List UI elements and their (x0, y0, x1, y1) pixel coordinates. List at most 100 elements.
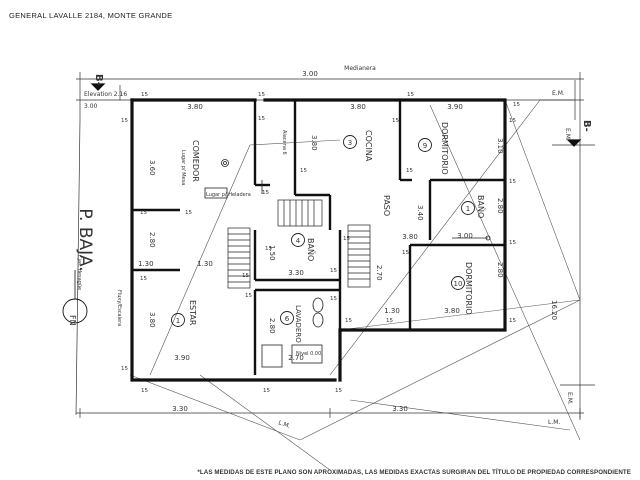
room-bano-1: BAÑO (476, 195, 486, 218)
svg-text:15: 15 (263, 388, 270, 394)
exterior-walls (130, 98, 507, 382)
svg-text:15: 15 (242, 273, 249, 279)
note-closet: Lugar p/ Heladera (206, 192, 251, 198)
dim-bano1-height: 2.80 (496, 198, 504, 214)
disclaimer-note: *LAS MEDIDAS DE ESTE PLANO SON APROXIMAD… (197, 469, 631, 476)
svg-text:15: 15 (185, 210, 192, 216)
svg-text:15: 15 (330, 296, 337, 302)
svg-text:15: 15 (345, 318, 352, 324)
dim-bano4-width: 3.30 (288, 269, 304, 277)
room-num-dorm10: 10 (454, 280, 463, 288)
dim-mid-130: 1.30 (197, 260, 213, 268)
lindero-top: Medianera (344, 65, 376, 72)
room-bano-4: BAÑO (306, 238, 316, 261)
room-paso: PASO (382, 195, 391, 216)
plan-title: P. BAJA. (75, 208, 95, 271)
svg-text:15: 15 (335, 388, 342, 394)
lm-left: L.M. (277, 419, 291, 430)
dim-bath-width: 3.80 (402, 233, 418, 241)
dim-step: 1.30 (384, 307, 400, 315)
dim-dorm-bottom: 3.80 (444, 307, 460, 315)
room-num-lavadero: 6 (285, 315, 290, 323)
note-alacena: Alacena 6 (281, 130, 287, 155)
dim-estar-width: 3.90 (174, 354, 190, 362)
dim-pass-height: 2.70 (375, 265, 383, 281)
svg-text:15: 15 (258, 92, 265, 98)
dim-comedor-height: 3.60 (148, 160, 156, 176)
em-right: E.M. (564, 128, 571, 141)
dim-lav-height: 2.80 (268, 318, 276, 334)
dim-comedor-width: 3.80 (187, 103, 203, 111)
em-top: E.M. (552, 90, 565, 97)
dim-top-left: 3.00 (84, 103, 98, 110)
svg-text:15: 15 (330, 268, 337, 274)
section-label-left: B- (93, 74, 104, 86)
room-num-cocina: 3 (348, 139, 352, 147)
svg-text:15: 15 (402, 250, 409, 256)
svg-text:15: 15 (509, 318, 516, 324)
em-bottom: E.M. (566, 392, 573, 405)
room-num-estar: 1 (176, 317, 180, 325)
svg-text:15: 15 (513, 102, 520, 108)
dim-dorm-width: 3.90 (447, 103, 463, 111)
note-estar: Fluxy/Escalera (116, 290, 122, 326)
dim-estar-height: 3.80 (148, 312, 156, 328)
dim-cocina-width: 3.80 (350, 103, 366, 111)
room-dormitorio-10: DORMITORIO (464, 262, 473, 315)
svg-text:15: 15 (140, 210, 147, 216)
room-lavadero: LAVADERO (294, 305, 302, 343)
section-marks (90, 83, 582, 147)
dim-hall-height: 2.80 (148, 232, 156, 248)
svg-text:15: 15 (121, 366, 128, 372)
interior-walls (132, 100, 505, 375)
dim-left-130: 1.30 (138, 260, 154, 268)
dim-bano1-width: 3.00 (457, 232, 473, 240)
room-comedor: COMEDOR (191, 140, 200, 182)
svg-text:15: 15 (406, 168, 413, 174)
dim-dorm10-height: 2.80 (496, 262, 504, 278)
room-num-bano4: 4 (296, 237, 301, 245)
svg-text:15: 15 (509, 240, 516, 246)
svg-text:15: 15 (121, 118, 128, 124)
svg-text:15: 15 (386, 318, 393, 324)
lm-right: L.M. (548, 419, 560, 426)
dim-paso-height: 3.40 (416, 205, 424, 221)
dim-bano4-height: 1.50 (268, 245, 276, 261)
dim-right-side: 16.20 (550, 300, 558, 320)
svg-text:15: 15 (300, 168, 307, 174)
svg-text:15: 15 (141, 388, 148, 394)
svg-text:15: 15 (509, 179, 516, 185)
dim-bottom-right: 3.30 (392, 405, 408, 413)
svg-text:15: 15 (407, 92, 414, 98)
dim-lav-width: 2.70 (288, 354, 304, 362)
north-label: FN (68, 315, 77, 326)
svg-text:15: 15 (141, 92, 148, 98)
dim-dorm9-height: 3.10 (496, 138, 504, 154)
svg-text:15: 15 (265, 246, 272, 252)
room-dormitorio-9: DORMITORIO (440, 122, 449, 175)
dim-total-width: 3.00 (302, 70, 318, 78)
svg-text:15: 15 (392, 118, 399, 124)
north-arrow (62, 270, 88, 324)
room-estar: ESTAR (188, 300, 197, 326)
wall-thickness-labels: 15 15 15 15 15 15 15 15 15 15 15 15 15 15 15 15 15 1… (121, 92, 520, 394)
svg-text:15: 15 (262, 190, 269, 196)
dim-cocina-height: 3.80 (310, 135, 318, 151)
note-rain: Cjas. desagüe (76, 255, 82, 290)
note-ceiling: Nivel 0.00 (296, 351, 321, 357)
fixtures (204, 159, 491, 368)
svg-text:15: 15 (343, 236, 350, 242)
staircase (227, 199, 371, 289)
note-comedor: Lugar p/ Mesa (180, 150, 186, 185)
room-num-dorm9: 9 (423, 142, 427, 150)
plan-address: GENERAL LAVALLE 2184, MONTE GRANDE (9, 11, 173, 20)
room-number-circles (171, 135, 475, 327)
dim-bottom-left: 3.30 (172, 405, 188, 413)
svg-text:15: 15 (509, 118, 516, 124)
svg-text:15: 15 (140, 276, 147, 282)
lindero-left: Elevation 2.16 (84, 91, 127, 98)
room-num-bano1: 1 (466, 205, 470, 213)
room-cocina: COCINA (364, 130, 373, 162)
svg-text:15: 15 (245, 293, 252, 299)
